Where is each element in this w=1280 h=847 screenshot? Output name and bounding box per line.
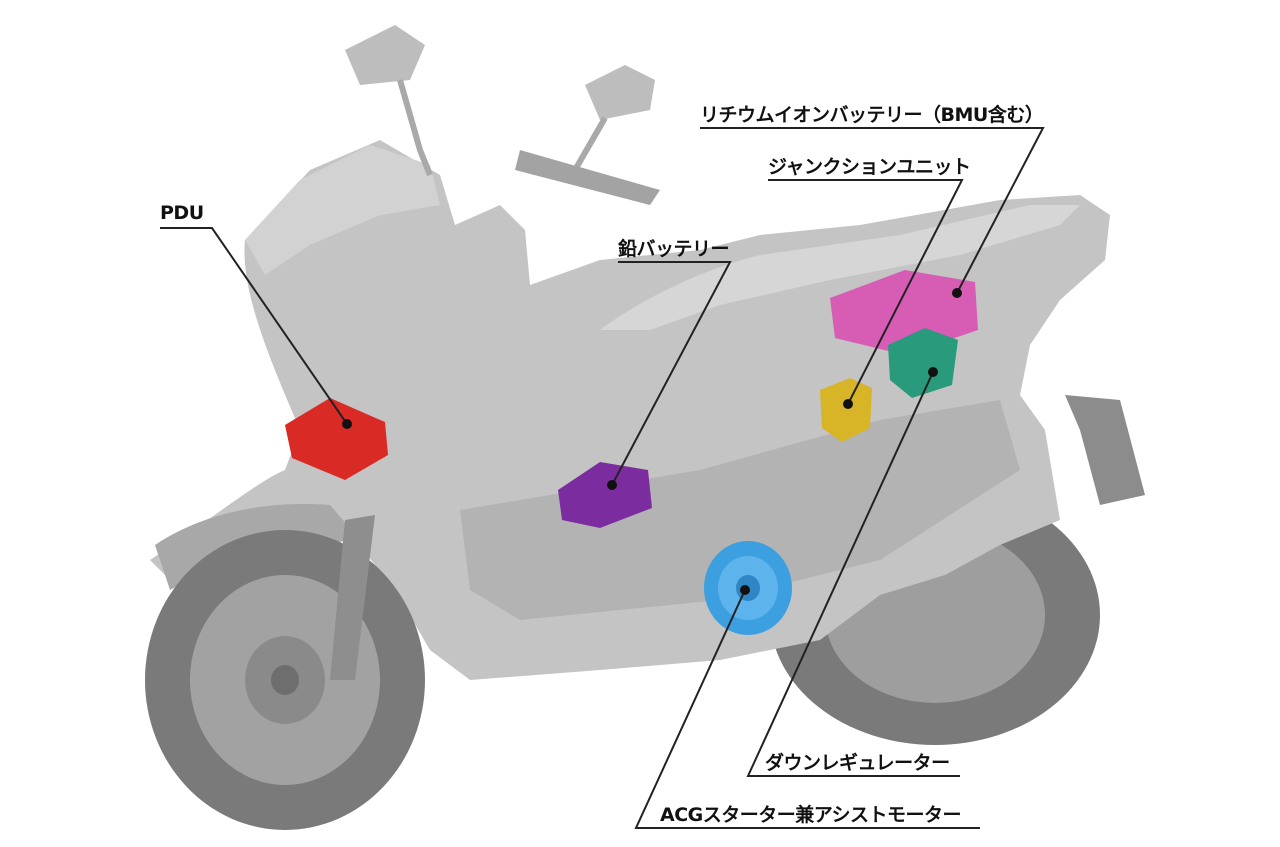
pdu-unit xyxy=(285,398,388,480)
front-fork xyxy=(330,515,375,680)
dot-junction-unit xyxy=(843,399,853,409)
lead-battery-unit xyxy=(558,462,652,528)
leader-line-junction-unit xyxy=(768,179,964,405)
junction-unit-part xyxy=(820,378,872,442)
leader-line-pdu xyxy=(160,227,348,425)
label-down-regulator: ダウンレギュレーター xyxy=(765,752,950,774)
leader-line-acg-motor xyxy=(634,589,980,829)
label-lithium-battery: リチウムイオンバッテリー（BMU含む） xyxy=(700,104,1044,126)
dot-lead-battery xyxy=(607,480,617,490)
lithium-battery-unit xyxy=(830,270,978,355)
handlebar-mirrors xyxy=(345,25,660,205)
leader-lines xyxy=(160,127,1045,829)
windshield xyxy=(245,145,440,275)
leader-line-lead-battery xyxy=(611,261,732,486)
leader-line-lithium-battery xyxy=(700,127,1045,294)
leader-dots xyxy=(342,288,962,595)
label-acg-motor: ACGスターター兼アシストモーター xyxy=(660,804,962,826)
leader-line-down-regulator xyxy=(746,371,960,777)
rear-fender xyxy=(1065,395,1145,505)
dot-acg-motor xyxy=(740,585,750,595)
dot-down-regulator xyxy=(928,367,938,377)
label-lead-battery: 鉛バッテリー xyxy=(618,238,730,260)
label-junction-unit: ジャンクションユニット xyxy=(768,156,971,178)
floorboard-shadow xyxy=(460,400,1020,620)
dot-lithium-battery xyxy=(952,288,962,298)
front-wheel xyxy=(145,530,425,830)
down-regulator-unit xyxy=(888,328,958,398)
label-pdu: PDU xyxy=(160,202,204,224)
dot-pdu xyxy=(342,419,352,429)
seat xyxy=(600,205,1080,330)
